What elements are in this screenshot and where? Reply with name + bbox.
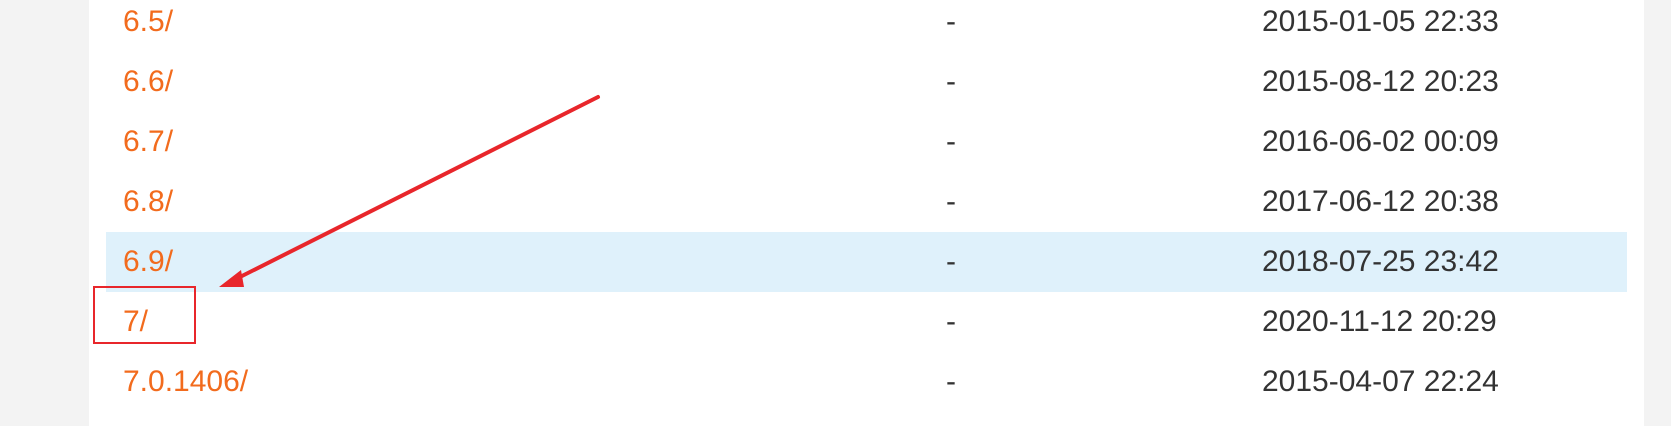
modified-date-cell: 2015-04-07 22:24	[1262, 365, 1499, 398]
table-row: 6.8/ - 2017-06-12 20:38	[106, 172, 1627, 232]
size-cell: -	[946, 305, 956, 338]
modified-date-cell: 2018-07-25 23:42	[1262, 245, 1499, 278]
table-row-hovered: 6.9/ - 2018-07-25 23:42	[106, 232, 1627, 292]
table-row: 7.0.1406/ - 2015-04-07 22:24	[106, 352, 1627, 412]
directory-link[interactable]: 6.8/	[123, 185, 174, 218]
modified-date-cell: 2016-06-02 00:09	[1262, 125, 1499, 158]
directory-link[interactable]: 6.7/	[123, 125, 174, 158]
table-row: 6.7/ - 2016-06-02 00:09	[106, 112, 1627, 172]
directory-link[interactable]: 6.6/	[123, 65, 174, 98]
directory-listing-panel: 6.5/ - 2015-01-05 22:33 6.6/ - 2015-08-1…	[89, 0, 1644, 426]
size-cell: -	[946, 365, 956, 398]
table-row: 7/ - 2020-11-12 20:29	[106, 292, 1627, 352]
directory-link[interactable]: 6.9/	[123, 245, 174, 278]
size-cell: -	[946, 5, 956, 38]
directory-link[interactable]: 7/	[123, 305, 149, 338]
modified-date-cell: 2015-08-12 20:23	[1262, 65, 1499, 98]
table-row: 6.5/ - 2015-01-05 22:33	[106, 0, 1627, 52]
size-cell: -	[946, 185, 956, 218]
directory-link[interactable]: 7.0.1406/	[123, 365, 249, 398]
directory-link[interactable]: 6.5/	[123, 5, 174, 38]
modified-date-cell: 2015-01-05 22:33	[1262, 5, 1499, 38]
size-cell: -	[946, 125, 956, 158]
size-cell: -	[946, 65, 956, 98]
table-row: 6.6/ - 2015-08-12 20:23	[106, 52, 1627, 112]
modified-date-cell: 2020-11-12 20:29	[1262, 305, 1497, 338]
modified-date-cell: 2017-06-12 20:38	[1262, 185, 1499, 218]
annotation-highlight-box	[93, 286, 196, 344]
size-cell: -	[946, 245, 956, 278]
